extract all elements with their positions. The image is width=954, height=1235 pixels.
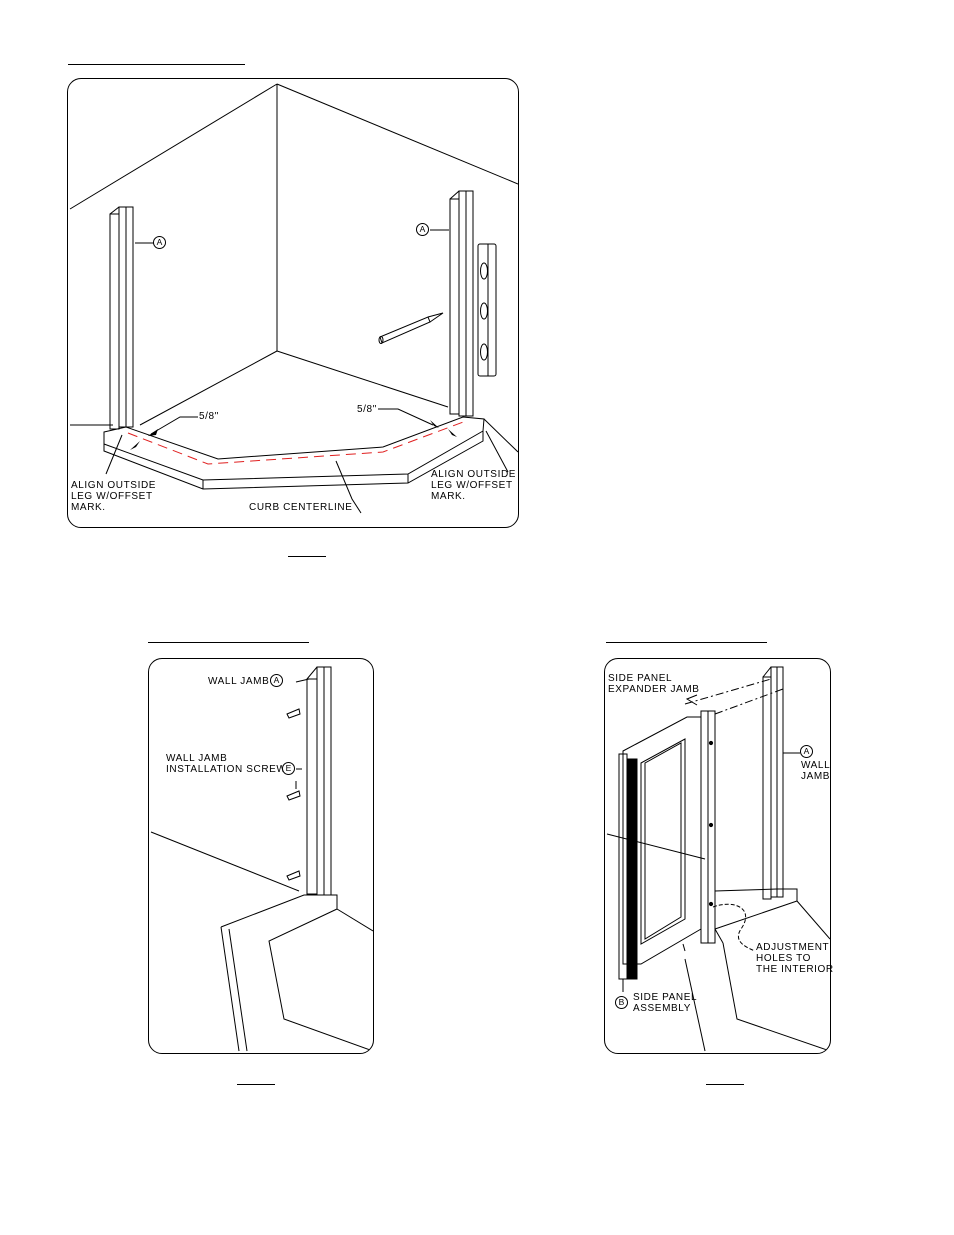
callout-b-side-panel: B bbox=[615, 996, 628, 1009]
right-jamb-leg bbox=[449, 198, 460, 415]
callout-a-right: A bbox=[416, 223, 429, 236]
figure-1-drawing bbox=[69, 83, 518, 514]
figure-3-panel bbox=[604, 658, 831, 1054]
curb-front bbox=[103, 431, 484, 490]
align-note-left: ALIGN OUTSIDE LEG W/OFFSET MARK. bbox=[71, 480, 157, 513]
side-panel-label: SIDE PANEL ASSEMBLY bbox=[633, 992, 698, 1014]
side-panel-frame bbox=[622, 716, 702, 965]
curb-centerline bbox=[127, 420, 467, 465]
floor-line bbox=[150, 831, 300, 892]
dimension-right: 5/8" bbox=[357, 404, 377, 415]
expander-jamb-label: SIDE PANEL EXPANDER JAMB bbox=[608, 673, 700, 695]
screw-label: WALL JAMB INSTALLATION SCREW bbox=[166, 753, 287, 775]
figure-1-panel bbox=[67, 78, 519, 528]
figure-2-panel bbox=[148, 658, 374, 1054]
curb-top bbox=[103, 416, 485, 481]
wall-jamb bbox=[762, 676, 772, 900]
side-panel-glass bbox=[640, 738, 686, 945]
level-tool bbox=[477, 243, 497, 377]
dimension-left: 5/8" bbox=[199, 411, 219, 422]
left-wall-top-line bbox=[69, 83, 278, 210]
figure-2-title-rule bbox=[148, 642, 309, 643]
floor-line bbox=[606, 833, 706, 860]
curb bbox=[714, 888, 798, 930]
align-note-right: ALIGN OUTSIDE LEG W/OFFSET MARK. bbox=[431, 469, 517, 502]
wall-jamb-label: WALL JAMB bbox=[208, 676, 270, 687]
curb-centerline-label: CURB CENTERLINE bbox=[249, 502, 353, 513]
left-floor-line bbox=[139, 350, 278, 426]
pencil bbox=[379, 316, 431, 344]
callout-a-wall-jamb: A bbox=[270, 674, 283, 687]
figure-3-drawing bbox=[606, 666, 830, 1052]
callout-a-wall-jamb-3: A bbox=[800, 745, 813, 758]
callout-e-screw: E bbox=[282, 762, 295, 775]
figure-3-caption-rule bbox=[706, 1084, 744, 1085]
right-wall-top-line bbox=[276, 83, 518, 185]
jamb-leg bbox=[306, 678, 318, 895]
screw-2 bbox=[286, 790, 301, 801]
adjustment-holes-label: ADJUSTMENT HOLES TO THE INTERIOR bbox=[756, 942, 834, 975]
callout-a-left: A bbox=[153, 236, 166, 249]
figure-1-title-rule bbox=[68, 64, 245, 65]
figure-2-drawing bbox=[150, 666, 373, 1052]
screw-1 bbox=[286, 708, 301, 719]
right-floor-line bbox=[276, 350, 449, 408]
figure-2-caption-rule bbox=[237, 1084, 275, 1085]
figure-1-caption-rule bbox=[288, 556, 326, 557]
screw-3 bbox=[286, 870, 301, 881]
figure-3-title-rule bbox=[606, 642, 767, 643]
left-jamb-leg bbox=[109, 213, 120, 430]
wall-jamb-label-3: WALL JAMB bbox=[801, 760, 831, 782]
